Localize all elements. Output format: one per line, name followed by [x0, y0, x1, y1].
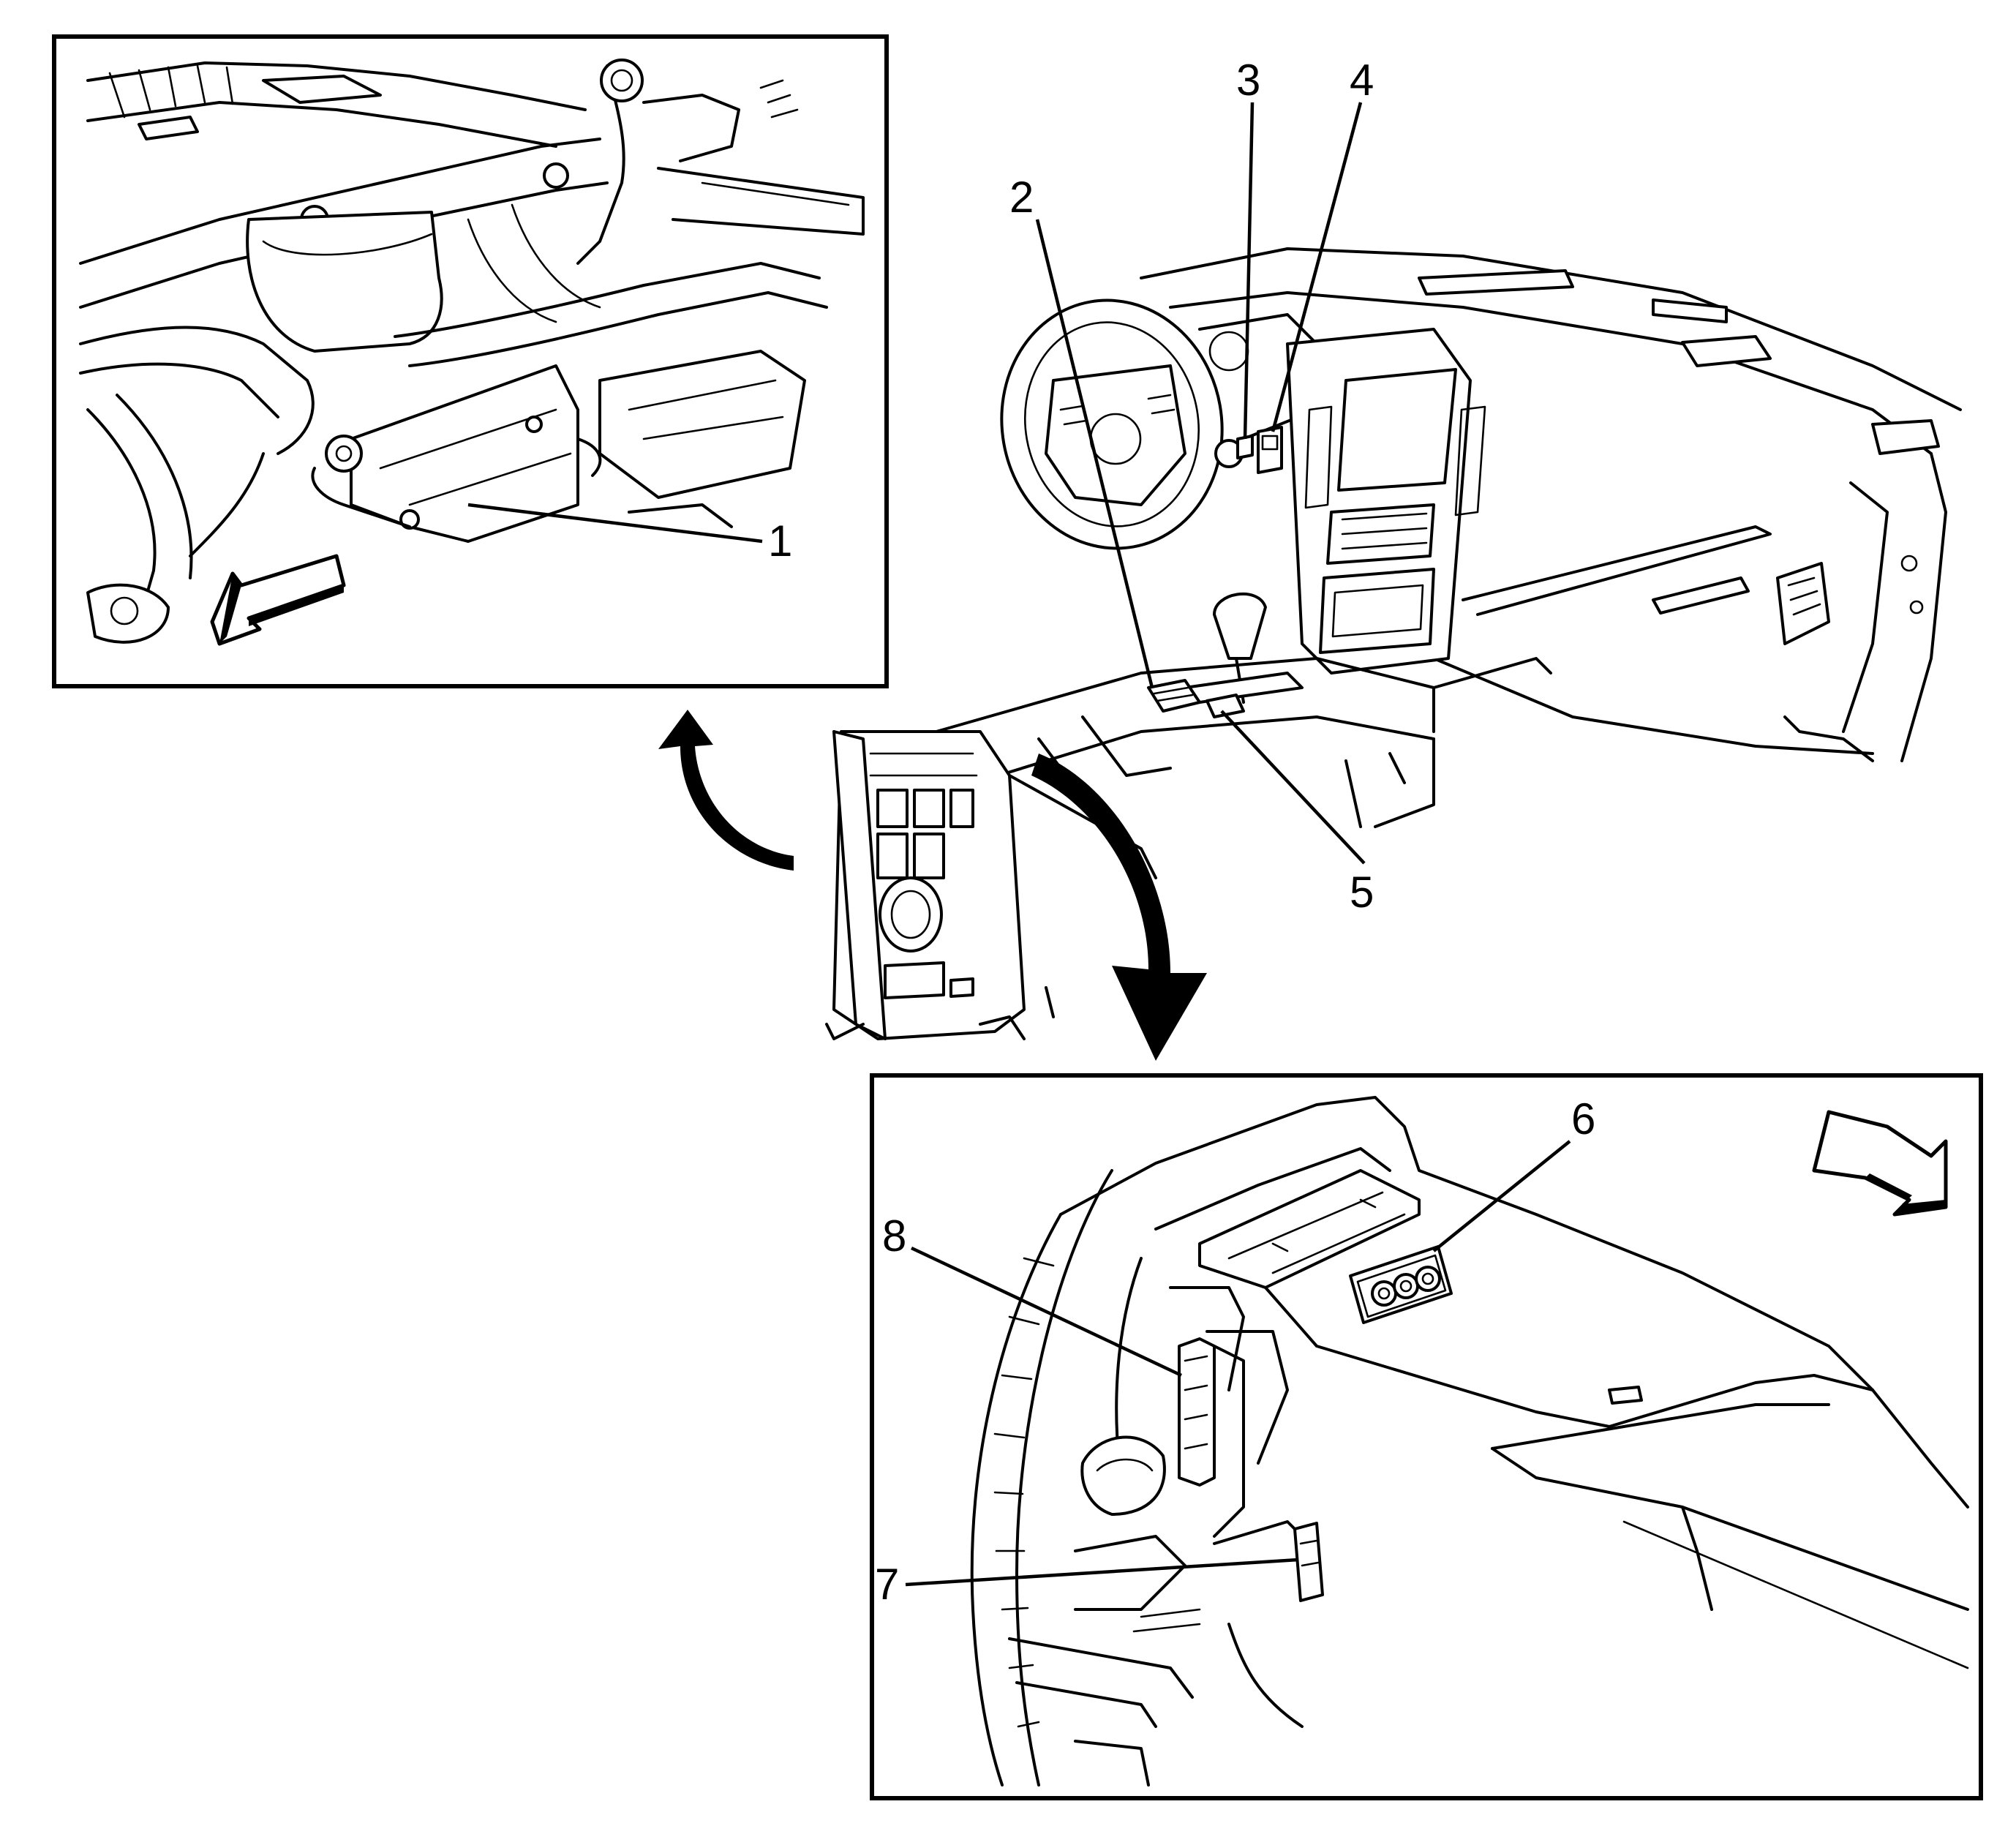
- leader-line-5: [1220, 710, 1366, 865]
- control-module-1: [350, 364, 579, 543]
- leader-line-8: [911, 1246, 1182, 1378]
- callout-7: 7: [875, 1560, 899, 1609]
- curved-arrow-up-to-inset-icon: [658, 710, 794, 871]
- switch-5: [1206, 694, 1245, 718]
- curved-arrow-down-to-inset-icon: [1031, 754, 1207, 1061]
- detail-inset-module-under-dash: 1: [52, 34, 889, 688]
- inset-linework-bottom-right: [970, 1096, 1969, 1786]
- switch-3: [1236, 435, 1254, 459]
- leader-line-6: [1432, 1140, 1571, 1252]
- callout-2: 2: [1009, 173, 1034, 222]
- front-direction-arrow-icon-2: [1812, 1110, 1948, 1217]
- leader-line-2: [1035, 219, 1154, 688]
- leader-line-4: [1271, 102, 1363, 432]
- leader-line-7: [905, 1558, 1299, 1587]
- callout-5: 5: [1350, 868, 1374, 917]
- steering-wheel: [1000, 298, 1224, 550]
- switch-plate-6: [1349, 1245, 1453, 1324]
- callout-3: 3: [1236, 56, 1260, 105]
- callout-4: 4: [1350, 56, 1374, 105]
- leader-line-1: [467, 503, 763, 544]
- callout-8: 8: [882, 1211, 906, 1260]
- detail-inset-rear-console: 6 7 8: [870, 1073, 1983, 1800]
- front-direction-arrow-icon: [210, 554, 346, 646]
- inset-frame-bottom-right: [870, 1073, 1983, 1800]
- inset-frame-top-left: [52, 34, 889, 688]
- main-dashboard-console-illustration: 2 3 4 5: [658, 56, 1962, 1061]
- rear-console-panel: [825, 730, 1157, 1040]
- inset-linework-top-left: [79, 59, 865, 646]
- leader-line-3: [1243, 102, 1255, 440]
- callout-6: 6: [1571, 1094, 1595, 1143]
- callout-1: 1: [768, 516, 792, 566]
